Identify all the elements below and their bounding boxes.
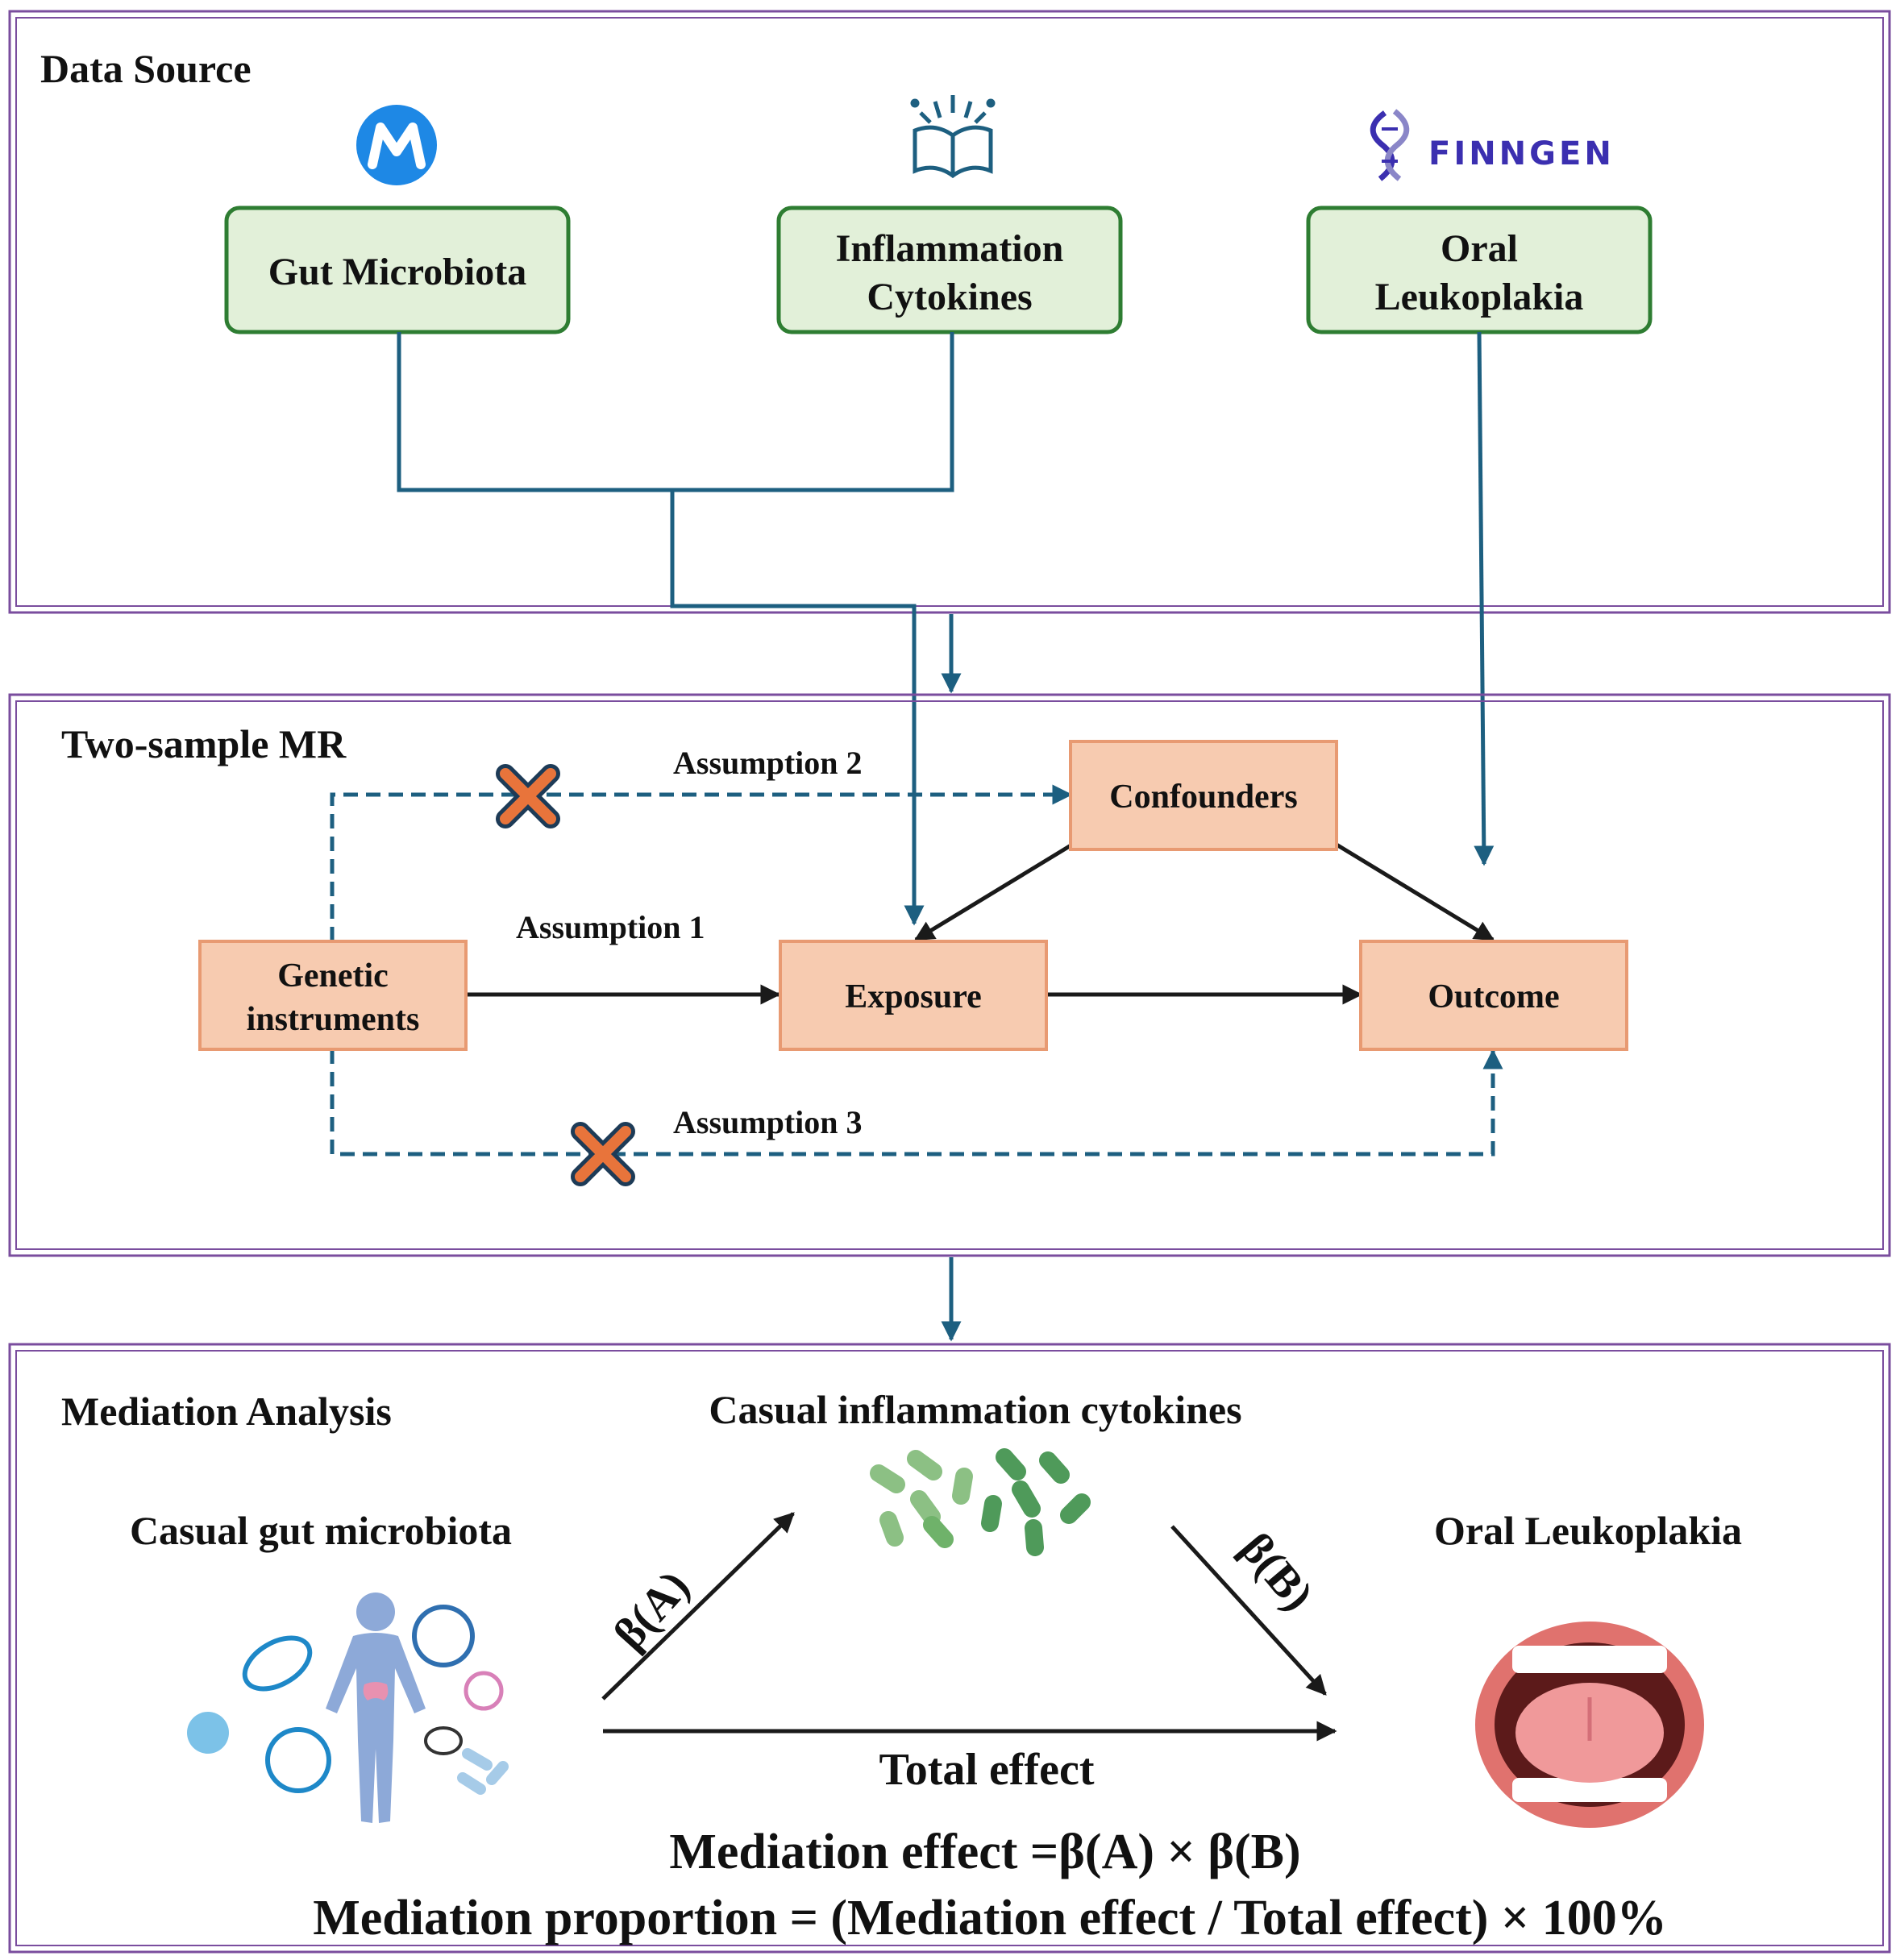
source-label-oral: Oral xyxy=(1441,227,1518,270)
open-mouth-illustration xyxy=(1475,1622,1704,1828)
assumption-2-path xyxy=(330,784,1073,941)
total-effect-label: Total effect xyxy=(879,1745,1095,1795)
two-sample-mr-panel: Two-sample MR Genetic instruments Exposu… xyxy=(8,693,1891,1257)
node-genetic-instruments: Genetic instruments xyxy=(198,940,468,1051)
source-box-oral-leukoplakia: Oral Leukoplakia xyxy=(1306,206,1653,334)
finngen-logo-text: FINNGEN xyxy=(1428,135,1615,172)
cross-icon xyxy=(571,1122,635,1186)
node-exposure-label: Exposure xyxy=(845,978,982,1015)
human-microbiota-illustration xyxy=(187,1592,509,1823)
confounder-exposure-arrow xyxy=(913,842,1074,942)
cytokine-bacteria-icon xyxy=(870,1448,1091,1556)
finngen-logo: FINNGEN xyxy=(1370,109,1615,181)
source-box-gut-microbiota: Gut Microbiota xyxy=(224,206,571,334)
node-genetic-line-1: Genetic xyxy=(277,957,389,995)
node-confounders: Confounders xyxy=(1069,740,1338,851)
assumption-3-path xyxy=(330,1049,1503,1156)
outcome-label: Oral Leukoplakia xyxy=(1434,1508,1742,1553)
beta-a-label: β(A) xyxy=(605,1561,700,1659)
beta-a-arrow xyxy=(601,1512,795,1700)
two-sample-mr-title: Two-sample MR xyxy=(61,721,347,766)
mediation-effect-formula: Mediation effect =β(A) × β(B) xyxy=(669,1825,1300,1879)
open-book-icon xyxy=(910,95,996,179)
assumption-2-label: Assumption 2 xyxy=(673,745,863,781)
exposure-label: Casual gut microbiota xyxy=(130,1508,512,1553)
source-label-cytokines: Cytokines xyxy=(867,276,1032,318)
node-confounders-label: Confounders xyxy=(1109,779,1297,816)
mediation-title: Mediation Analysis xyxy=(61,1389,392,1434)
cross-icon xyxy=(496,764,560,828)
mediation-panel: Mediation Analysis Casual inflammation c… xyxy=(8,1343,1891,1954)
beta-b-arrow xyxy=(1170,1525,1327,1696)
node-exposure: Exposure xyxy=(779,940,1048,1051)
data-source-title: Data Source xyxy=(40,46,252,91)
node-outcome: Outcome xyxy=(1359,940,1628,1051)
confounder-outcome-arrow xyxy=(1335,842,1495,942)
node-outcome-label: Outcome xyxy=(1428,978,1559,1015)
assumption-1-label: Assumption 1 xyxy=(516,909,705,945)
mediator-label: Casual inflammation cytokines xyxy=(709,1387,1241,1432)
source-box-inflammation-cytokines: Inflammation Cytokines xyxy=(776,206,1123,334)
mibiogen-m-logo xyxy=(356,105,437,185)
node-genetic-line-2: instruments xyxy=(247,1001,420,1038)
source-label-leukoplakia: Leukoplakia xyxy=(1375,276,1584,318)
assumption-3-label: Assumption 3 xyxy=(673,1104,863,1140)
mediation-proportion-formula: Mediation proportion = (Mediation effect… xyxy=(313,1891,1667,1945)
source-label-inflammation: Inflammation xyxy=(836,227,1064,270)
source-connectors xyxy=(397,331,1495,926)
source-label-gut-microbiota: Gut Microbiota xyxy=(268,251,526,293)
data-source-panel: Data Source FINNGEN xyxy=(8,10,1891,926)
